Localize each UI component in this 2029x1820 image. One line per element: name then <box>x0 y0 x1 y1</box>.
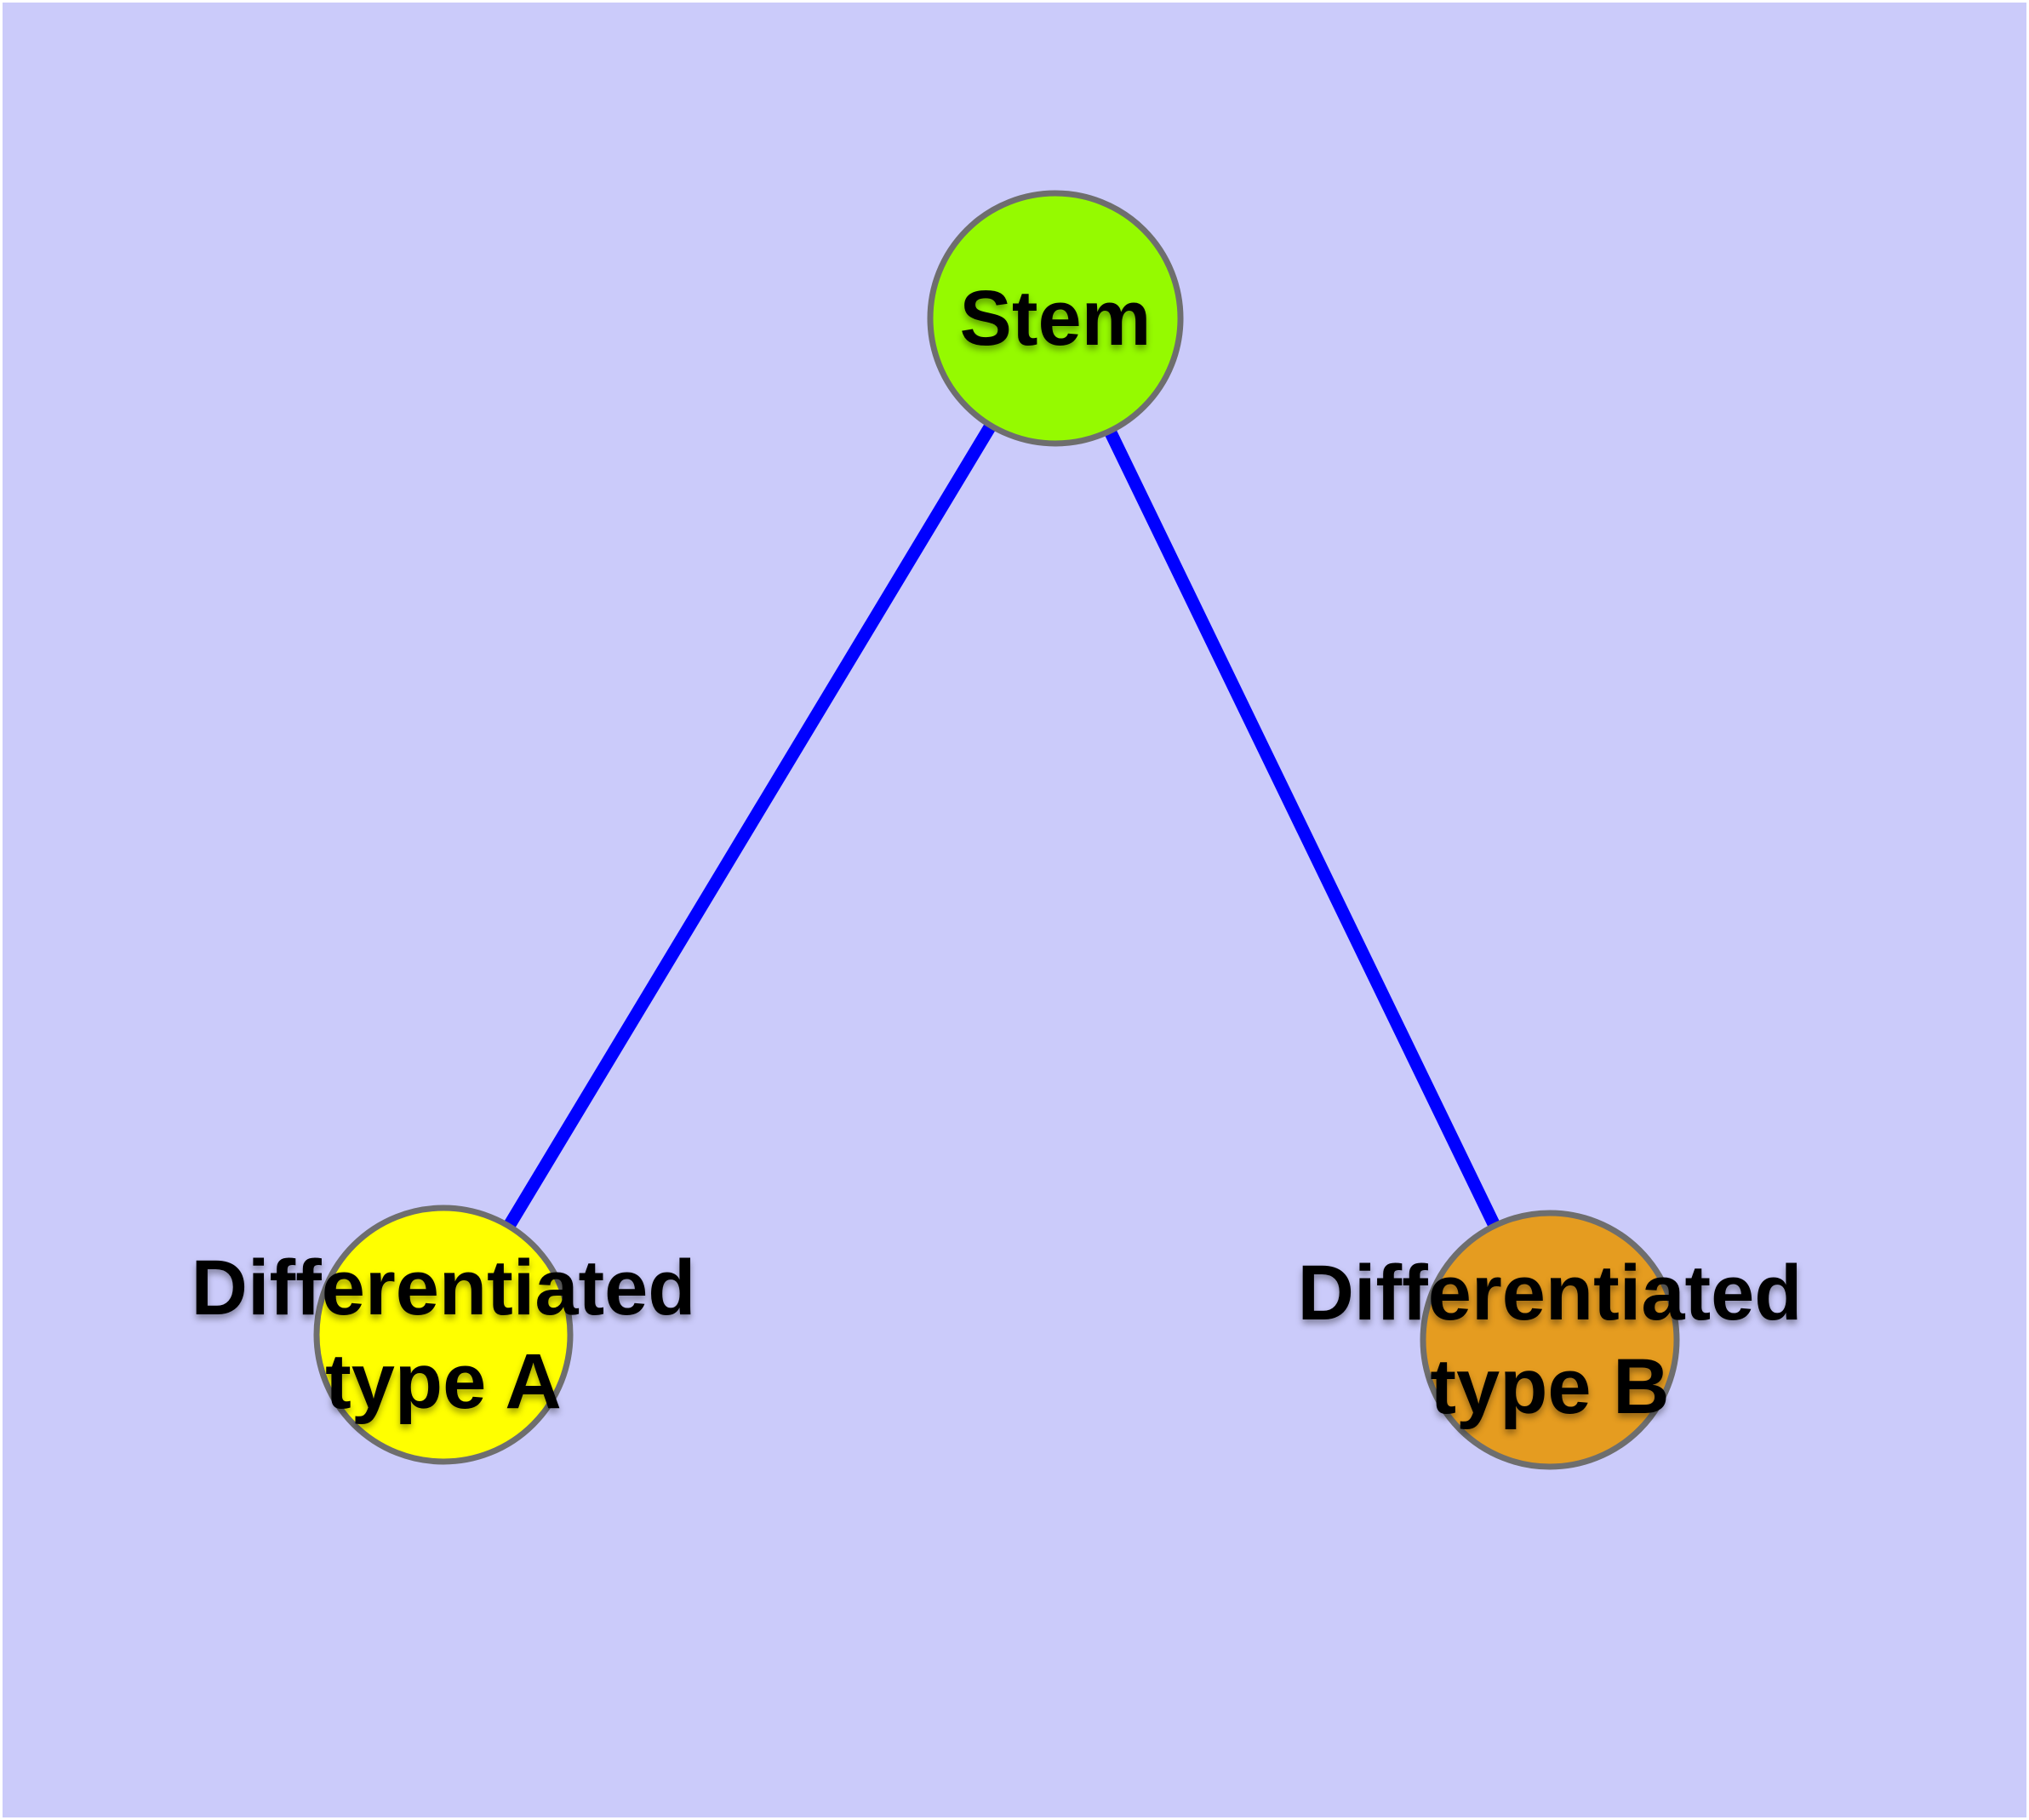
graph-svg <box>3 3 2026 1817</box>
node-circle-stem <box>927 190 1184 447</box>
diagram-canvas: Stem Differentiated type A Differentiate… <box>3 3 2026 1817</box>
node-circle-diff-b <box>1420 1210 1680 1470</box>
edge-stem-to-diff-a <box>437 315 1061 1338</box>
edge-stem-to-diff-b <box>1049 315 1556 1343</box>
node-circle-diff-a <box>313 1205 574 1465</box>
